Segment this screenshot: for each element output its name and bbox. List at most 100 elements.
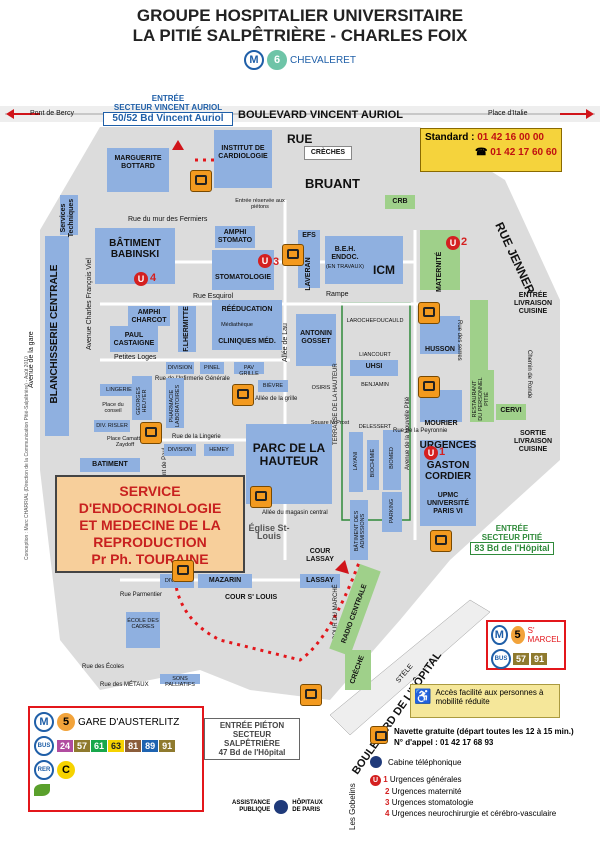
logo-ap-line1: ASSISTANCE	[232, 800, 271, 806]
building-ecole-cadres	[126, 612, 160, 648]
building-restaurant	[470, 370, 494, 422]
legend-u2: Urgences maternité	[391, 787, 462, 796]
entrance-pitie: ENTRÉE SECTEUR PITIÉ 83 Bd de l'Hôpital	[470, 524, 554, 555]
building-parking	[382, 492, 402, 532]
standard-box: Standard : 01 42 16 00 00 ☎ 01 42 17 60 …	[420, 128, 562, 172]
building-div-risler	[94, 420, 130, 432]
navette-bus-icon	[232, 384, 254, 406]
transport-austerlitz: M 5 GARE D'AUSTERLITZ BUS 24 57 61 63 81…	[28, 706, 204, 812]
entrance-pieton-title: ENTRÉE PIÉTON	[219, 721, 285, 730]
entrance-pitie-title: ENTRÉE	[495, 524, 529, 533]
building-biomed	[383, 430, 401, 490]
bus-line-badge: 91	[531, 653, 548, 665]
legend-navette-line2: N° d'appel : 01 42 17 68 93	[394, 738, 494, 747]
street-rue-serres: Rue des serres	[456, 320, 462, 361]
bus-line-badge: 63	[108, 740, 125, 752]
legend-u1: Urgences générales	[389, 775, 462, 784]
building-georges-heuyer	[132, 376, 152, 420]
label-lassay: LASSAY	[306, 577, 334, 584]
legend-u2-num: 2	[385, 787, 390, 796]
label-div-risler: DIV. RISLER	[96, 423, 128, 429]
label-entree-reservee: Entrée réservée aux piétons	[235, 198, 285, 210]
building-batiment	[80, 458, 140, 472]
label-marguerite-bottard: MARGUERITE BOTTARD	[114, 155, 162, 170]
label-reeducation: RÉÉDUCATION	[221, 306, 273, 313]
urgence-number-1: 1	[439, 446, 446, 458]
navette-bus-icon	[172, 560, 194, 582]
navette-bus-icon	[282, 244, 304, 266]
street-chemin-ronde: Chemin de Ronde	[526, 350, 532, 399]
building-lassay	[300, 574, 340, 588]
building-crb	[385, 195, 415, 209]
logo-hp-line2: DE PARIS	[292, 807, 321, 813]
label-cliniques-med: CLINIQUES MÉD.	[218, 338, 276, 345]
street-rue-esquirol: Rue Esquirol	[193, 293, 234, 300]
navette-bus-icon	[190, 170, 212, 192]
urgence-number-3: 3	[273, 256, 280, 268]
street-bd-vincent-auriol: BOULEVARD VINCENT AURIOL	[238, 109, 403, 121]
label-liancourt: LIANCOURT	[359, 352, 391, 358]
label-efs: EFS	[302, 232, 316, 239]
label-uhsi: UHSI	[365, 363, 383, 370]
label-stomatologie: STOMATOLOGIE	[214, 274, 271, 281]
rer-icon: RER	[34, 760, 54, 780]
service-line5: Pr Ph. TOURAINE	[91, 551, 209, 567]
label-lingerie: LINGERIE	[106, 387, 132, 393]
entrance-pieton-sector: SECTEUR SALPÊTRIÈRE	[223, 730, 280, 748]
legend-u4: Urgences neurochirurgie et cérébro-vascu…	[391, 809, 557, 818]
label-place-conseil: Place du conseil	[102, 402, 124, 414]
bus-icon: BUS	[34, 736, 54, 756]
label-pharmacie: PHARMACIE LABORATOIRES	[169, 384, 181, 428]
urgence-marker-4: U	[134, 272, 148, 286]
metro-line-badge: 6	[267, 50, 287, 70]
building-plateforme	[470, 300, 488, 370]
label-amphi-stomato: AMPHI STOMATO	[217, 229, 253, 244]
building-amphi-stomato	[215, 226, 255, 248]
street-rue-metaux: Rue des MÉTAUX	[100, 682, 149, 688]
label-layani: LAYANI	[353, 451, 359, 471]
building-bievre	[258, 380, 288, 392]
metro-line-badge: 5	[57, 713, 75, 731]
label-parc-hauteur: PARC DE LA HAUTEUR	[252, 441, 326, 468]
phone-icon: ☎	[475, 147, 488, 158]
entrance-auriol: ENTRÉE SECTEUR VINCENT AURIOL 50/52 Bd V…	[103, 94, 233, 126]
building-f-lhermitte	[178, 306, 196, 352]
navette-bus-icon	[140, 422, 162, 444]
building-hemey	[204, 444, 234, 456]
navette-bus-icon	[250, 486, 272, 508]
label-eglise-st-louis: Église St-Louis	[248, 523, 290, 541]
aphp-logo: ASSISTANCE PUBLIQUE HÔPITAUX DE PARIS	[232, 800, 352, 814]
label-paul-castaigne: PAUL CASTAIGNE	[113, 332, 155, 347]
accessibility-text: Accès facilité aux personnes à mobilité …	[435, 688, 544, 706]
building-pharmacie	[166, 378, 184, 428]
building-division2	[164, 444, 196, 456]
service-line3: ET MEDECINE DE LA	[79, 517, 221, 533]
street-avenue-charles-francois-viel: Avenue Charles François Viel	[86, 258, 93, 350]
metro-chevaleret: M 6 CHEVALERET	[244, 50, 356, 70]
metro-station: CHEVALERET	[290, 54, 356, 66]
label-square-prost: Square M.Prost	[310, 420, 350, 426]
label-restaurant: RESTAURANT DU PERSONNEL PITIÉ	[472, 377, 490, 421]
urgence-marker-2: U	[446, 236, 460, 250]
standard-phone1: 01 42 16 00 00	[477, 132, 544, 143]
label-husson: HUSSON	[425, 346, 455, 353]
building-marguerite-bottard	[107, 148, 169, 192]
navette-bus-icon	[418, 376, 440, 398]
legend-u3-num: 3	[385, 798, 390, 807]
label-benjamin: BENJAMIN	[361, 382, 389, 388]
metro-icon: M	[244, 50, 264, 70]
building-sons-palliatifs	[160, 674, 200, 684]
street-rue-mur-fermiers: Rue du mur des Fermiers	[128, 216, 208, 223]
street-allee-magasin: Allée du magasin central	[262, 510, 328, 516]
building-institut-cardiologie	[214, 130, 272, 188]
aphp-emblem-icon	[274, 800, 289, 814]
legend-list: Navette gratuite (départ toutes les 12 à…	[370, 726, 590, 819]
street-bruant: BRUANT	[305, 176, 360, 191]
label-urgences: URGENCES	[419, 440, 477, 451]
service-line4: REPRODUCTION	[93, 534, 207, 550]
metro-icon: M	[34, 712, 54, 732]
street-rue-infirmerie: Rue de l'Infirmerie Générale	[155, 376, 230, 382]
legend-cabine: Cabine téléphonique	[388, 757, 462, 767]
urgence-icon: U	[370, 775, 381, 786]
label-babinski: BÂTIMENT BABINSKI	[109, 238, 161, 260]
